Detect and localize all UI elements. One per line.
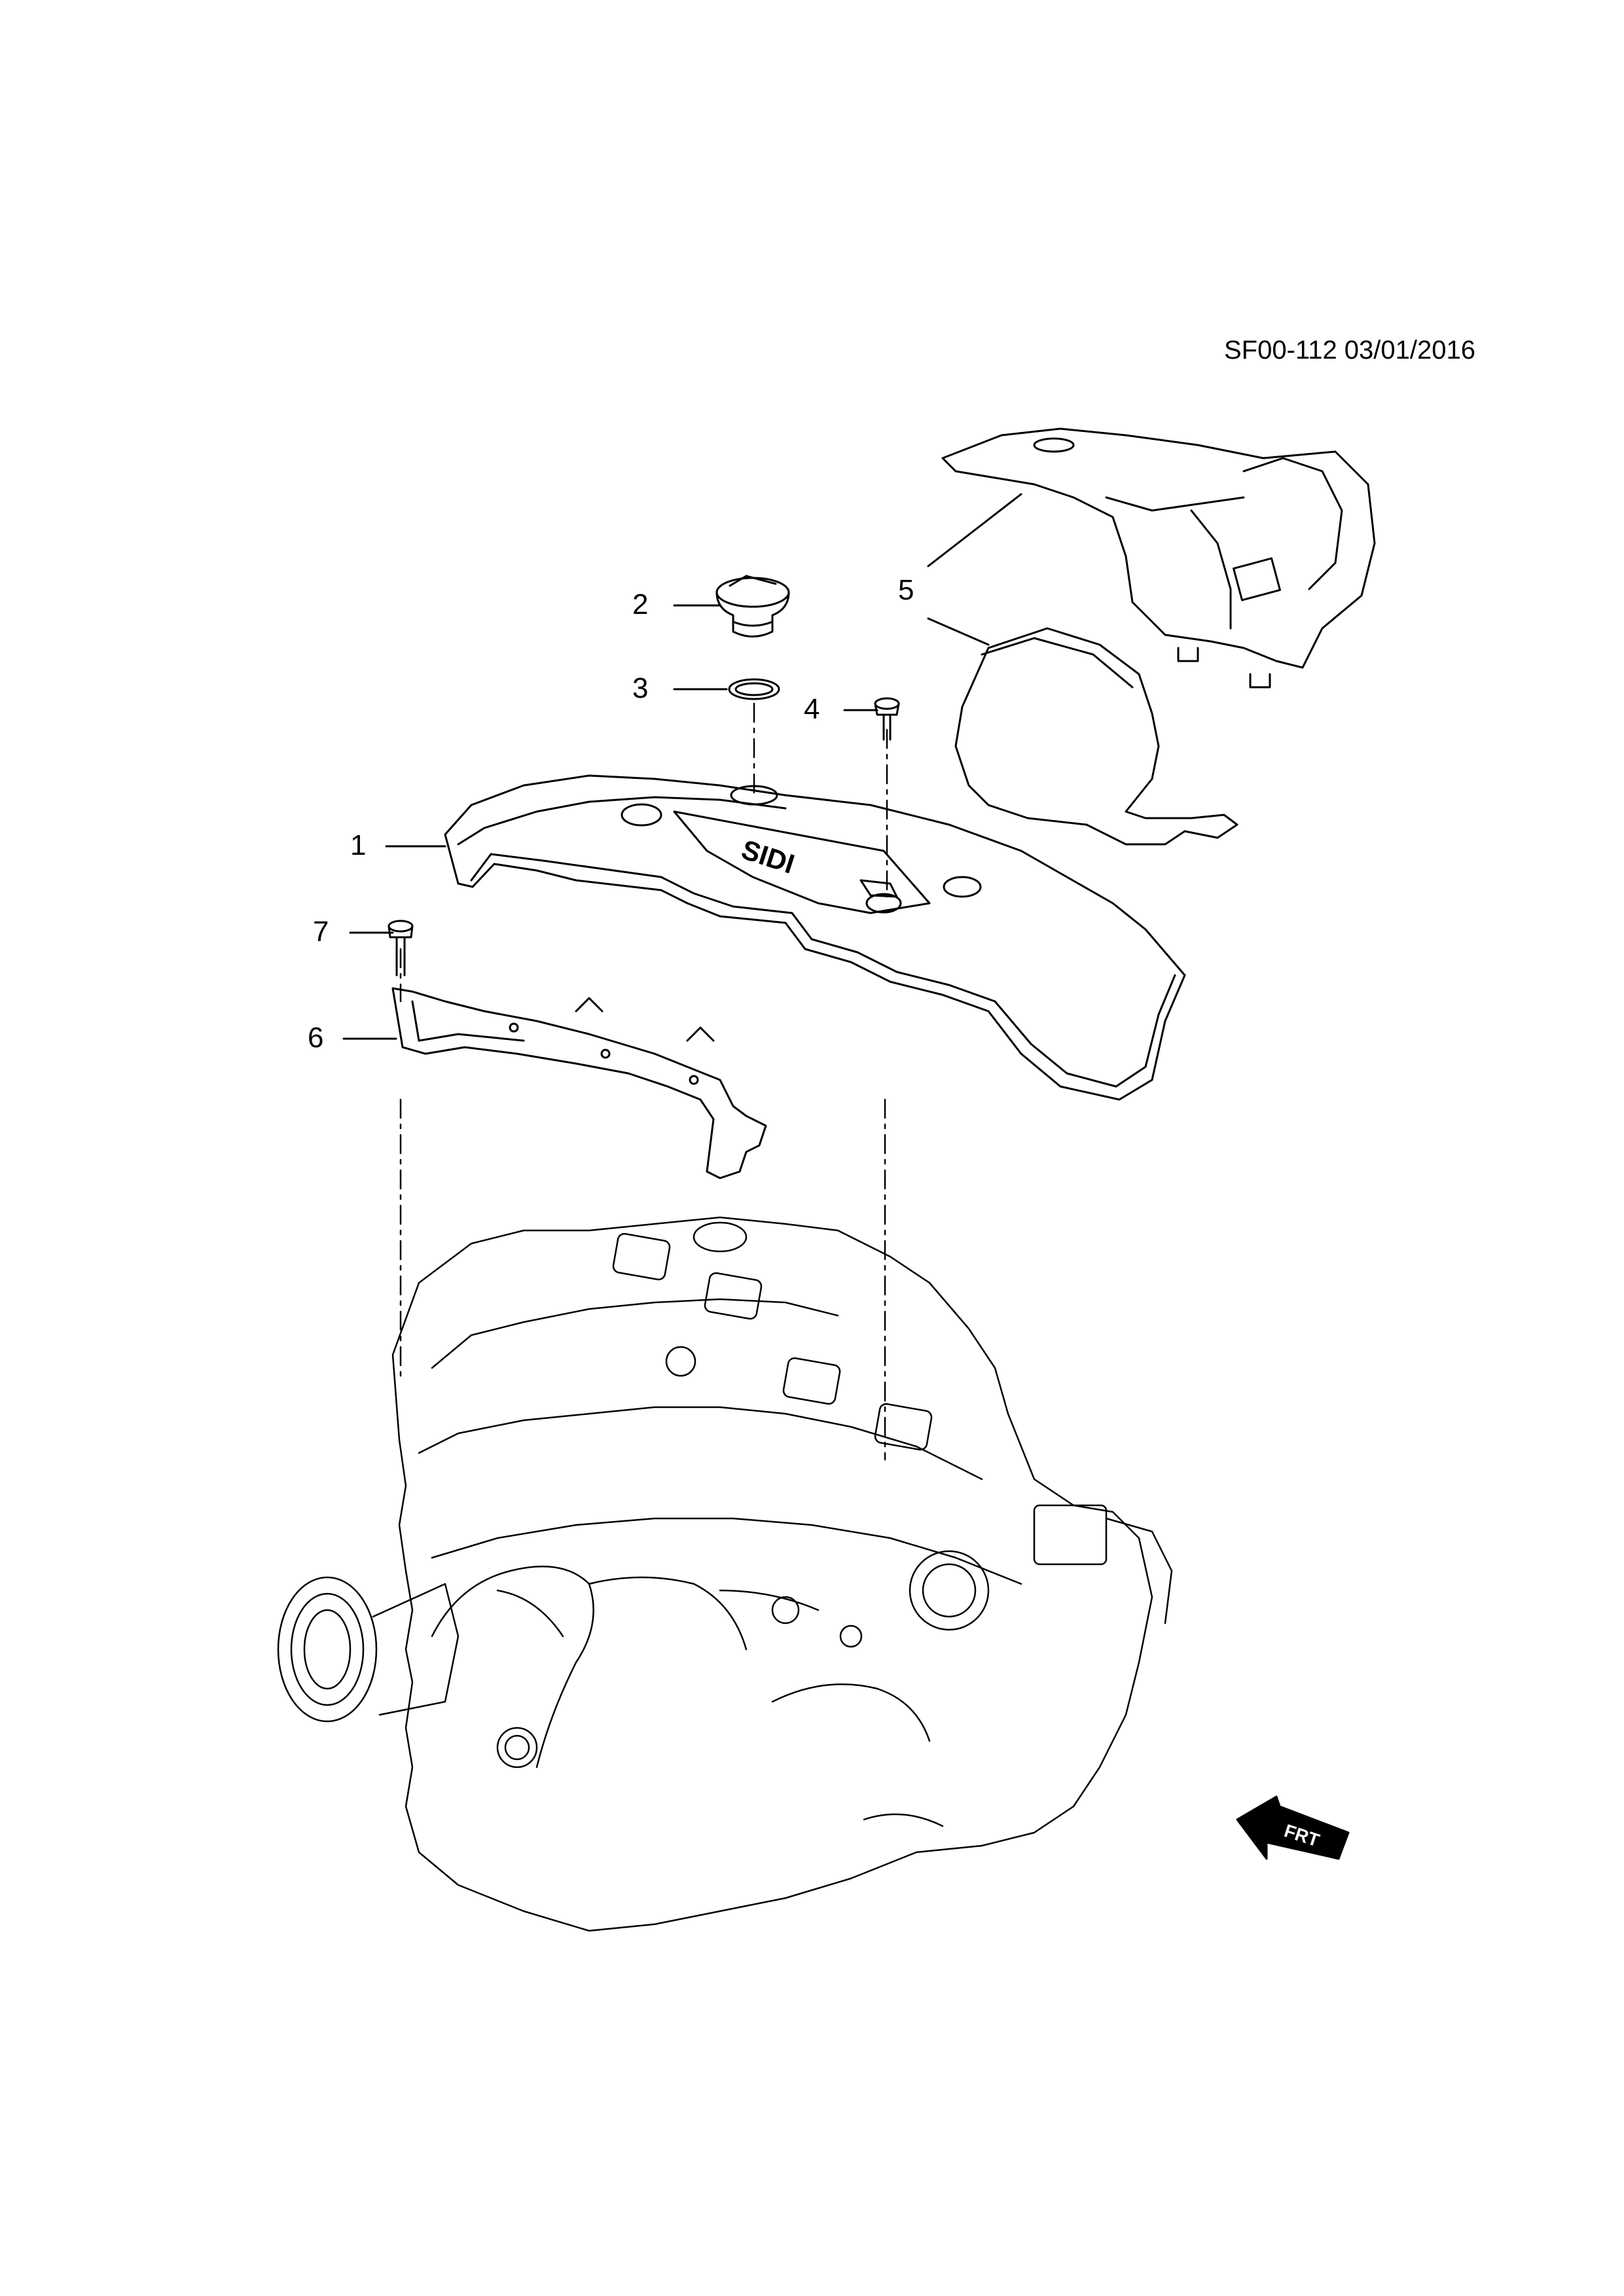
callout-1: 1 [350, 829, 367, 861]
callout-6: 6 [308, 1022, 324, 1054]
callout-3: 3 [632, 672, 649, 704]
bracket-bolt [388, 920, 414, 977]
leader-line-5a [927, 493, 1022, 567]
engine-block [277, 1216, 1173, 1932]
oil-filler-cap [715, 575, 790, 637]
engine-cover [444, 774, 1186, 1101]
leader-line-5b [927, 617, 990, 646]
cover-bracket [391, 987, 767, 1179]
callout-7: 7 [313, 916, 329, 948]
callout-2: 2 [632, 588, 649, 620]
front-direction-arrow [1236, 1795, 1350, 1860]
o-ring-seal [728, 678, 780, 700]
diagram-reference: SF00-112 03/01/2016 [1224, 336, 1476, 365]
callout-5: 5 [898, 574, 914, 606]
heat-shield [941, 427, 1376, 689]
callout-4: 4 [804, 693, 820, 725]
lower-shield [954, 627, 1238, 846]
cover-bolt [874, 697, 900, 741]
alignment-lines [399, 702, 888, 1461]
